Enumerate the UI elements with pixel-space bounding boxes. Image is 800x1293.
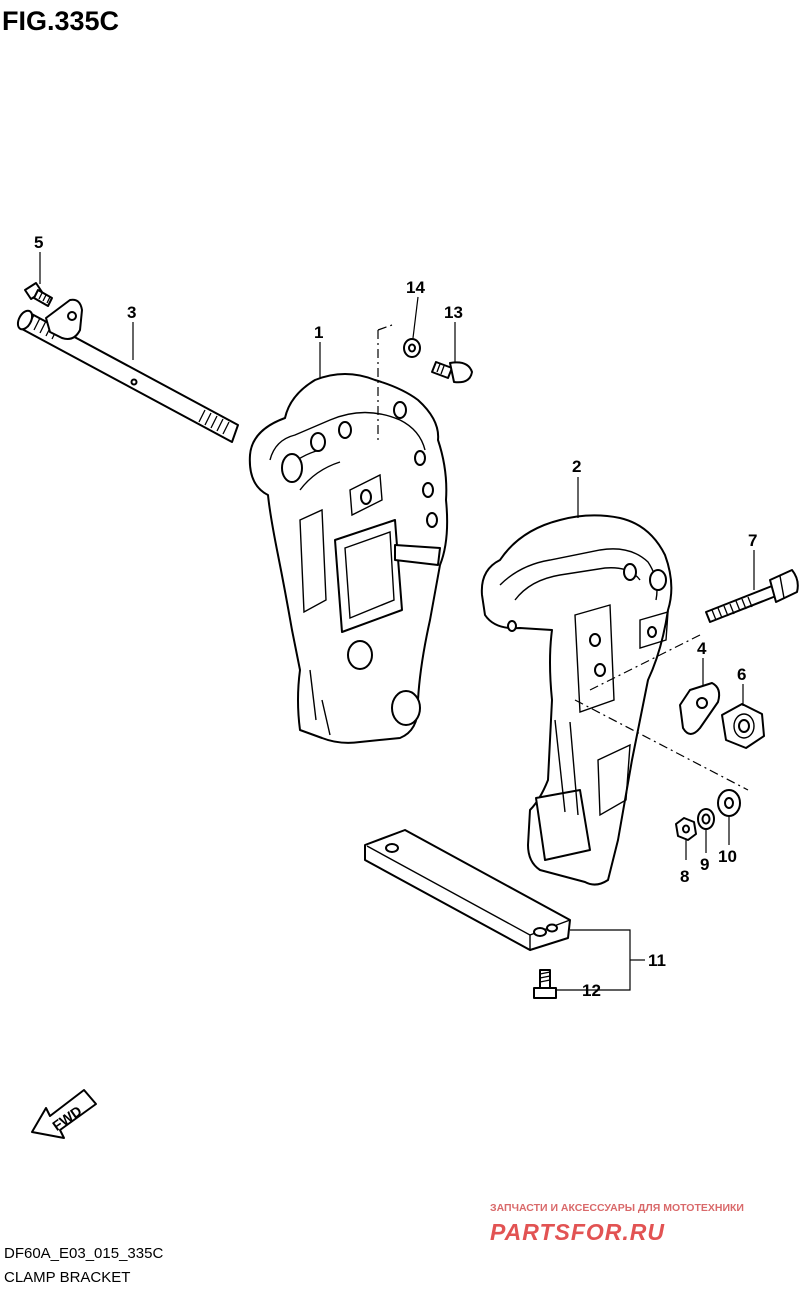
- callout-13: 13: [444, 303, 463, 322]
- figure-caption: CLAMP BRACKET: [4, 1269, 130, 1286]
- callout-14: 14: [406, 278, 425, 297]
- part-11-plate: [364, 829, 571, 952]
- figure-code: DF60A_E03_015_335C: [4, 1245, 163, 1262]
- callout-4: 4: [697, 639, 707, 658]
- part-13-screw: [431, 361, 473, 384]
- part-9-washer: [697, 808, 715, 830]
- part-12-bolt: [533, 969, 557, 999]
- part-8-nut: [675, 817, 697, 841]
- watermark-tagline: ЗАПЧАСТИ И АКСЕССУАРЫ ДЛЯ МОТОТЕХНИКИ: [490, 1202, 744, 1214]
- part-4-plate: [679, 682, 721, 735]
- callout-5: 5: [34, 233, 43, 252]
- fwd-arrow-icon: FWD: [31, 1089, 97, 1139]
- part-3-tilt-shaft: [16, 298, 239, 443]
- callout-6: 6: [737, 665, 746, 684]
- leader-lines: [39, 252, 755, 991]
- callout-9: 9: [700, 855, 709, 874]
- part-6-nut: [721, 703, 765, 749]
- callout-12: 12: [582, 981, 601, 1000]
- callout-3: 3: [127, 303, 136, 322]
- callout-10: 10: [718, 847, 737, 866]
- callout-2: 2: [572, 457, 581, 476]
- part-7-bolt: [705, 569, 799, 623]
- callout-8: 8: [680, 867, 689, 886]
- part-1-clamp-bracket-left: [248, 373, 449, 744]
- callout-1: 1: [314, 323, 323, 342]
- callout-7: 7: [748, 531, 757, 550]
- callout-11: 11: [648, 951, 666, 970]
- part-14-washer: [403, 338, 421, 358]
- figure-title: FIG.335C: [2, 6, 119, 36]
- part-10-washer: [717, 789, 741, 817]
- watermark-logo: PARTSFOR.RU: [490, 1219, 665, 1245]
- part-2-clamp-bracket-right: [480, 514, 673, 886]
- part-5-bolt: [24, 282, 53, 307]
